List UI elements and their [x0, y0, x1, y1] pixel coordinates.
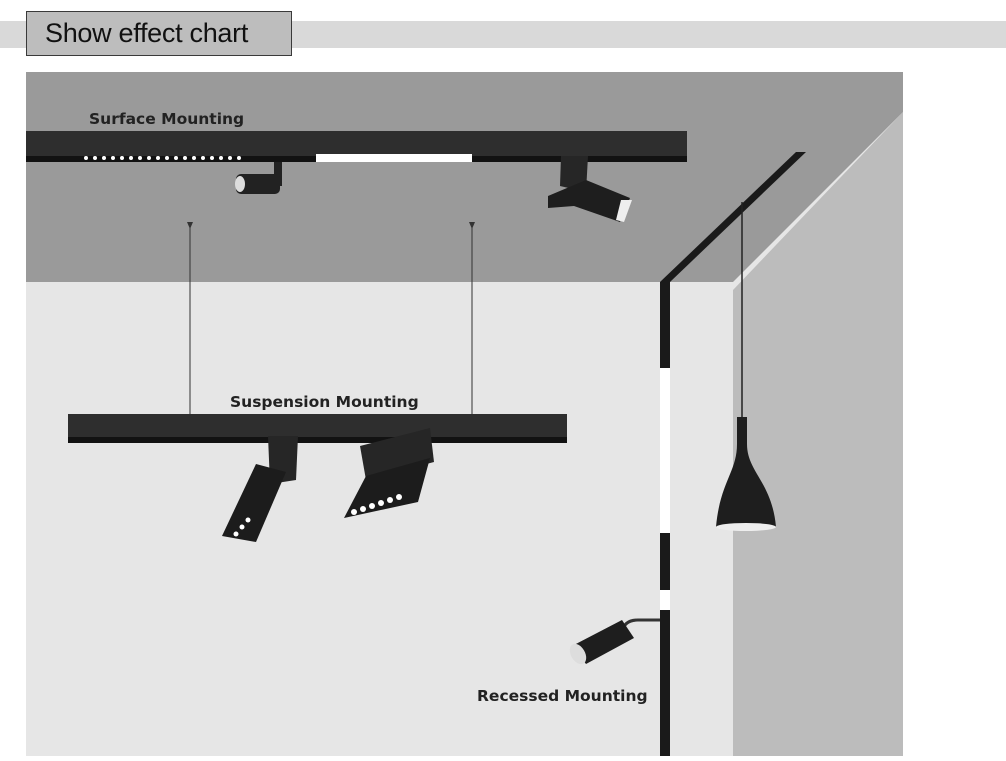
effect-scene: Surface Mounting Suspension Mounting Rec…	[26, 72, 903, 756]
ceiling	[26, 72, 903, 282]
surface-linear-light	[316, 154, 472, 162]
suspension-mounting-label: Suspension Mounting	[230, 393, 419, 411]
right-wall	[733, 112, 903, 756]
suspension-linear-spot-right	[344, 428, 434, 518]
ceiling-corner-track	[660, 152, 806, 282]
recessed-mounting-label: Recessed Mounting	[477, 687, 648, 705]
corner-track-gap	[660, 590, 670, 610]
surface-dot-lights	[84, 156, 241, 160]
suspension-track	[68, 414, 567, 437]
suspension-track-edge	[68, 437, 567, 443]
corner-track-light	[660, 368, 670, 533]
recessed-wall-spot	[569, 618, 660, 665]
surface-spotlight-folding	[548, 156, 632, 222]
page-title: Show effect chart	[45, 18, 249, 48]
surface-spotlight-small	[235, 162, 282, 194]
surface-track	[26, 131, 687, 156]
scene-illustration	[26, 72, 903, 756]
surface-mounting-label: Surface Mounting	[89, 110, 245, 128]
header-tab	[26, 11, 292, 56]
suspension-linear-spot-left	[222, 436, 298, 542]
pendant-lamp	[716, 202, 776, 531]
